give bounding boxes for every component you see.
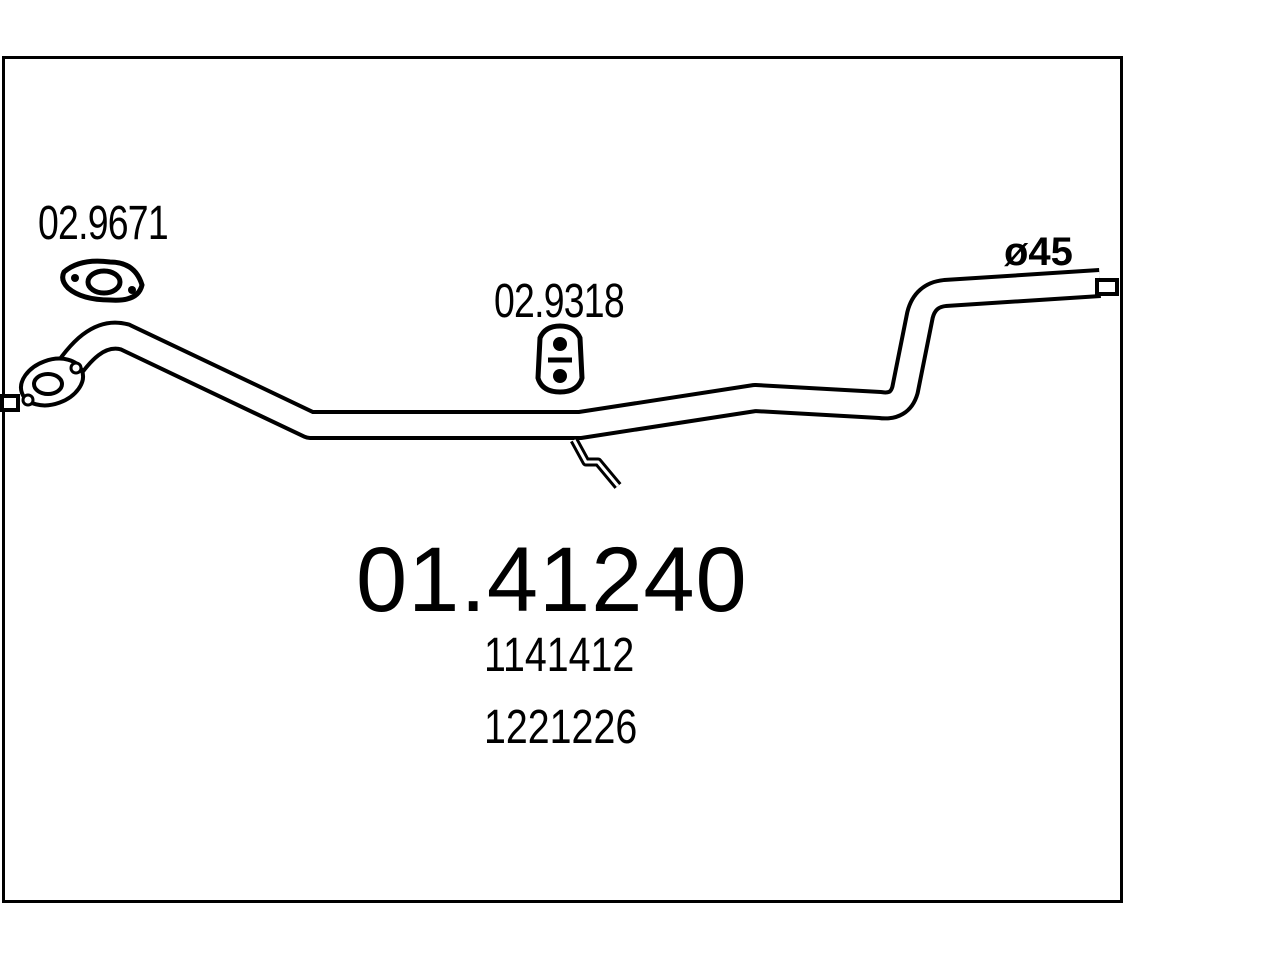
reference-number-2: 1221226: [484, 701, 638, 754]
pipe-diameter-label: ø45: [1004, 230, 1073, 274]
main-part-number: 01.41240: [356, 529, 748, 631]
inlet-flange: [0, 356, 85, 412]
rubber-hanger-icon: [535, 323, 585, 395]
drawing-frame: [2, 56, 1123, 903]
reference-number-1: 1141412: [484, 629, 635, 682]
flange-gasket-icon: [60, 258, 145, 303]
hanger-bracket: [570, 437, 622, 489]
hanger-part-number: 02.9318: [494, 275, 625, 328]
gasket-part-number: 02.9671: [38, 197, 169, 250]
exhaust-pipe: [47, 268, 1119, 440]
